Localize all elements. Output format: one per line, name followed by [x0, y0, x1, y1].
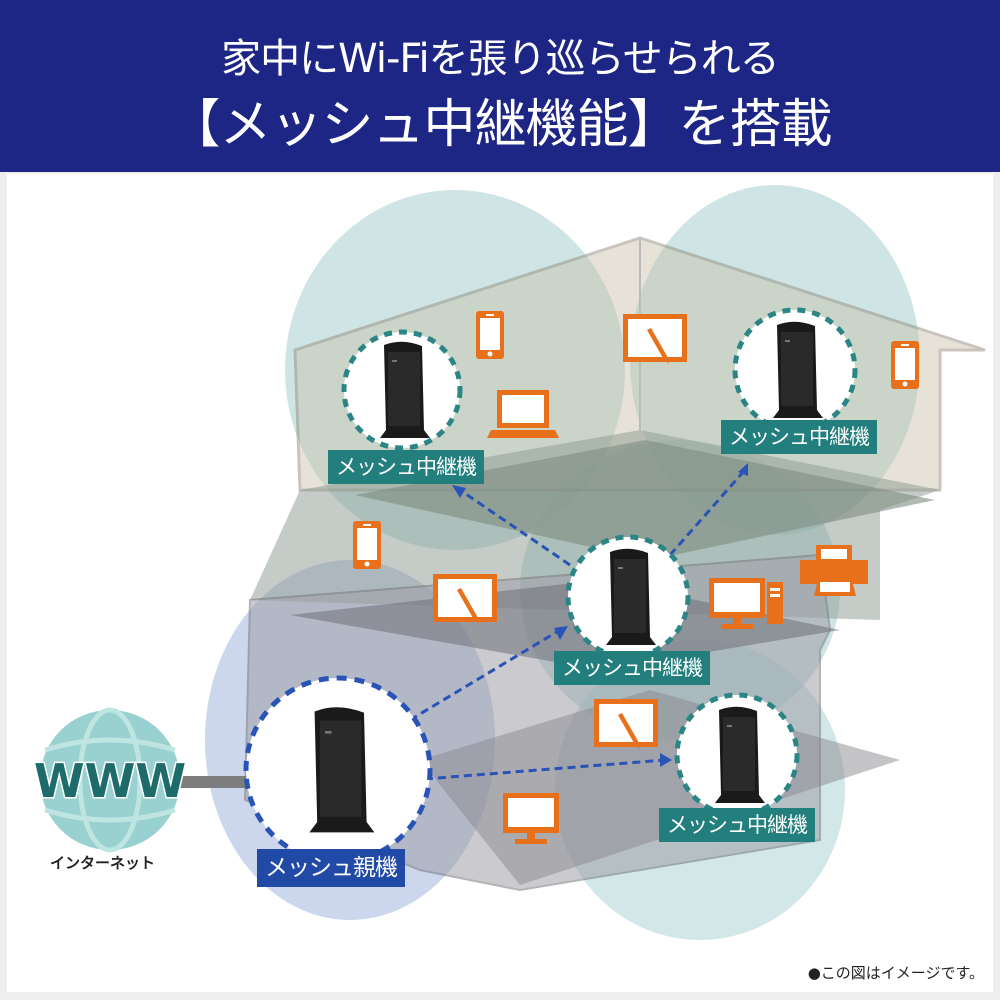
laptop-icon: [487, 390, 559, 438]
repeater-label: メッシュ中継機: [721, 420, 877, 454]
repeater-label: メッシュ中継機: [659, 808, 815, 842]
ethernet-cable: [178, 776, 250, 788]
parent-router: [243, 675, 433, 865]
printer-icon: [800, 545, 868, 596]
headline-line2: 【メッシュ中継機能】を搭載: [168, 95, 832, 155]
internet-globe-icon: WWW: [32, 707, 188, 853]
repeater-label: メッシュ中継機: [554, 651, 710, 685]
repeater-router: [732, 307, 858, 433]
repeater-router: [565, 534, 691, 660]
desktop-pc-icon: [709, 578, 783, 629]
repeater-router: [341, 329, 463, 451]
header-banner: 家中にWi-Fiを張り巡らせられる 【メッシュ中継機能】を搭載: [0, 0, 1000, 172]
connection-arrows: [409, 469, 747, 782]
repeater-label: メッシュ中継機: [328, 450, 484, 484]
parent-router-label: メッシュ親機: [257, 849, 405, 887]
repeater-router: [674, 692, 800, 818]
smartphone-icon: [891, 341, 919, 389]
tablet-icon: [623, 314, 687, 364]
tablet-icon: [594, 699, 658, 749]
internet-label: インターネット: [50, 854, 156, 872]
tablet-icon: [433, 574, 497, 624]
image-disclaimer: ●この図はイメージです。: [807, 964, 984, 982]
smartphone-icon: [476, 311, 504, 359]
smartphone-icon: [353, 521, 381, 569]
svg-text:WWW: WWW: [34, 754, 186, 808]
headline-line1: 家中にWi-Fiを張り巡らせられる: [221, 36, 780, 82]
